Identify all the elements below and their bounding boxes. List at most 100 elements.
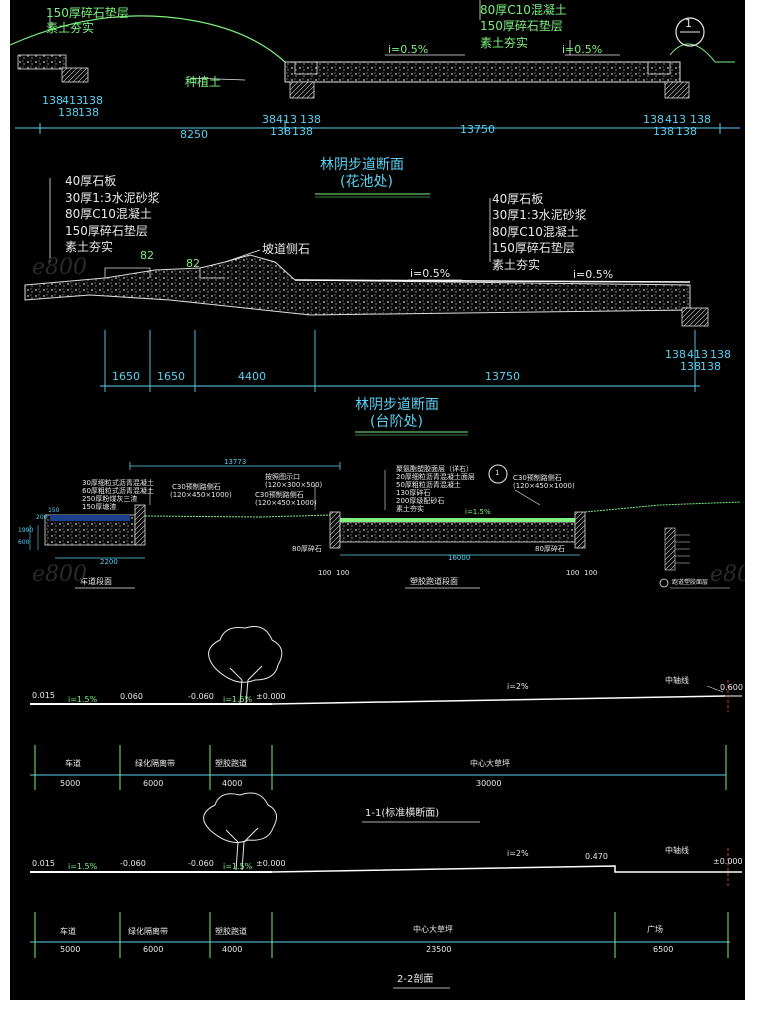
s1-dim-3: 138 bbox=[82, 94, 103, 107]
s5-width-3: 4000 bbox=[222, 945, 243, 954]
s3-caption-left: 车道段面 bbox=[80, 577, 112, 586]
s1-title: 林阴步道断面 bbox=[320, 157, 404, 173]
s3-caption-mid: 塑胶跑道段面 bbox=[410, 577, 458, 586]
s1-right-note-2: 150厚碎石垫层 bbox=[480, 19, 563, 33]
s2-left-note-3: 80厚C10混凝土 bbox=[65, 207, 152, 221]
s3-left-note-3: 250厚粉煤灰三渣 bbox=[82, 495, 138, 503]
s5-zone-5: 广场 bbox=[647, 925, 663, 934]
s3-vdim-3: 200 bbox=[36, 514, 48, 521]
s3-mid-note-2: (120×300×500) bbox=[265, 481, 323, 489]
s3-total: 13773 bbox=[224, 458, 247, 466]
s4-level-3: -0.060 bbox=[188, 692, 214, 701]
s4-level-5: 0.600 bbox=[720, 683, 743, 692]
s4-level-2: 0.060 bbox=[120, 692, 143, 701]
s3-gravel-1: 80厚碎石 bbox=[292, 545, 322, 553]
s2-right-note-3: 80厚C10混凝土 bbox=[492, 225, 579, 239]
s3-left-note-1: 30厚细粒式沥青混凝土 bbox=[82, 479, 154, 487]
s3-right-note-2: 20厚细粒沥青混凝土面层 bbox=[396, 473, 475, 481]
s3-right-note-6: 素土夯实 bbox=[396, 505, 424, 513]
s4-slope-3: i=2% bbox=[507, 682, 529, 691]
section5-drawing bbox=[30, 792, 742, 989]
s5-level-1: 0.015 bbox=[32, 859, 55, 868]
s2-slope-1: i=0.5% bbox=[410, 267, 451, 280]
s3-vdim-1: 1990 bbox=[18, 527, 34, 534]
s2-span-4: 13750 bbox=[485, 370, 520, 383]
s3-gravel-2: 80厚碎石 bbox=[535, 545, 565, 553]
watermark-2: e800 bbox=[32, 562, 88, 587]
s3-mid-note-3: C30预制路侧石 bbox=[255, 491, 304, 499]
s3-dim-6: 100 bbox=[584, 569, 598, 577]
s2-left-note-2: 30厚1:3水泥砂浆 bbox=[65, 191, 160, 205]
s3-curb1-size: (120×450×1000) bbox=[170, 491, 232, 499]
s1-slope-2: i=0.5% bbox=[562, 43, 603, 56]
s1-dim-6: 38 bbox=[262, 113, 276, 126]
s4-width-2: 6000 bbox=[143, 779, 164, 788]
s3-curb2: C30预制路侧石 bbox=[513, 474, 562, 482]
s1-right-note-1: 80厚C10混凝土 bbox=[480, 3, 567, 17]
s2-title: 林阴步道断面 bbox=[355, 397, 439, 413]
s5-axis-label: 中轴线 bbox=[665, 846, 689, 855]
s1-dim-4: 138 bbox=[58, 106, 79, 119]
s4-level-4: ±0.000 bbox=[256, 692, 286, 701]
s2-step-dim-2: 82 bbox=[186, 257, 200, 270]
s1-dim-8: 138 bbox=[300, 113, 321, 126]
s3-ref-number: 1 bbox=[495, 469, 500, 477]
s5-slope-2: i=1.5% bbox=[223, 862, 253, 871]
s1-dim-10: 138 bbox=[292, 125, 313, 138]
s5-level-5: 0.470 bbox=[585, 852, 608, 861]
s1-dim-11: 138 bbox=[643, 113, 664, 126]
s1-dim-5: 138 bbox=[78, 106, 99, 119]
s1-right-note-3: 素土夯实 bbox=[480, 36, 529, 50]
s3-curb2-size: (120×450×1000) bbox=[513, 482, 575, 490]
s1-span-2: 13750 bbox=[460, 123, 495, 136]
s2-right-dim-2: 413 bbox=[687, 348, 708, 361]
s5-zone-2: 绿化隔离带 bbox=[128, 927, 168, 936]
section1-drawing bbox=[10, 0, 740, 198]
s4-width-4: 30000 bbox=[476, 779, 502, 788]
s5-level-3: -0.060 bbox=[188, 859, 214, 868]
s3-dim-4: 100 bbox=[336, 569, 350, 577]
s3-dim-2: 16000 bbox=[448, 554, 471, 562]
s2-right-note-1: 40厚石板 bbox=[492, 192, 544, 206]
s3-right-note-3: 50厚粗粒沥青混凝土 bbox=[396, 481, 461, 489]
s3-dim-5: 100 bbox=[566, 569, 580, 577]
s5-width-5: 6500 bbox=[653, 945, 674, 954]
s5-width-4: 23500 bbox=[426, 945, 452, 954]
s3-dim-3: 100 bbox=[318, 569, 332, 577]
s3-slope: i=1.5% bbox=[465, 508, 491, 516]
s2-right-dim-4: 138 bbox=[680, 360, 701, 373]
s2-subtitle: (台阶处) bbox=[370, 414, 423, 430]
s3-vdim-4: 150 bbox=[48, 507, 60, 514]
s5-slope-3: i=2% bbox=[507, 849, 529, 858]
s1-span-1: 8250 bbox=[180, 128, 208, 141]
s2-right-dim-5: 138 bbox=[700, 360, 721, 373]
s5-level-2: -0.060 bbox=[120, 859, 146, 868]
s3-left-note-2: 60厚粗粒式沥青混凝土 bbox=[82, 487, 154, 495]
s2-span-2: 1650 bbox=[157, 370, 185, 383]
s4-zone-4: 中心大草坪 bbox=[470, 759, 510, 768]
s1-dim-2: 413 bbox=[62, 94, 83, 107]
s2-right-note-4: 150厚碎石垫层 bbox=[492, 241, 575, 255]
watermark-3: e800 bbox=[710, 562, 745, 587]
s1-dim-15: 138 bbox=[676, 125, 697, 138]
s3-dim-1: 2200 bbox=[100, 558, 118, 566]
s3-detail-caption: 跑道塑胶面层 bbox=[672, 579, 709, 586]
s3-left-note-4: 150厚塘渣 bbox=[82, 503, 117, 511]
s5-zone-1: 车道 bbox=[60, 927, 76, 936]
s4-width-3: 4000 bbox=[222, 779, 243, 788]
section2-drawing bbox=[24, 178, 709, 436]
s2-right-dim-1: 138 bbox=[665, 348, 686, 361]
s4-level-1: 0.015 bbox=[32, 691, 55, 700]
s4-zone-3: 塑胶跑道 bbox=[215, 759, 247, 768]
s5-level-6: ±0.000 bbox=[713, 857, 743, 866]
s2-span-1: 1650 bbox=[112, 370, 140, 383]
s3-mid-note-4: (120×450×1000) bbox=[255, 499, 317, 507]
s4-slope-2: i=1.5% bbox=[223, 695, 253, 704]
s5-slope-1: i=1.5% bbox=[68, 862, 98, 871]
s1-dim-9: 138 bbox=[270, 125, 291, 138]
s5-width-1: 5000 bbox=[60, 945, 81, 954]
watermark-1: e800 bbox=[32, 255, 88, 280]
s2-right-note-2: 30厚1:3水泥砂浆 bbox=[492, 208, 587, 222]
s2-right-note-5: 素土夯实 bbox=[492, 258, 541, 272]
s2-span-3: 4400 bbox=[238, 370, 266, 383]
